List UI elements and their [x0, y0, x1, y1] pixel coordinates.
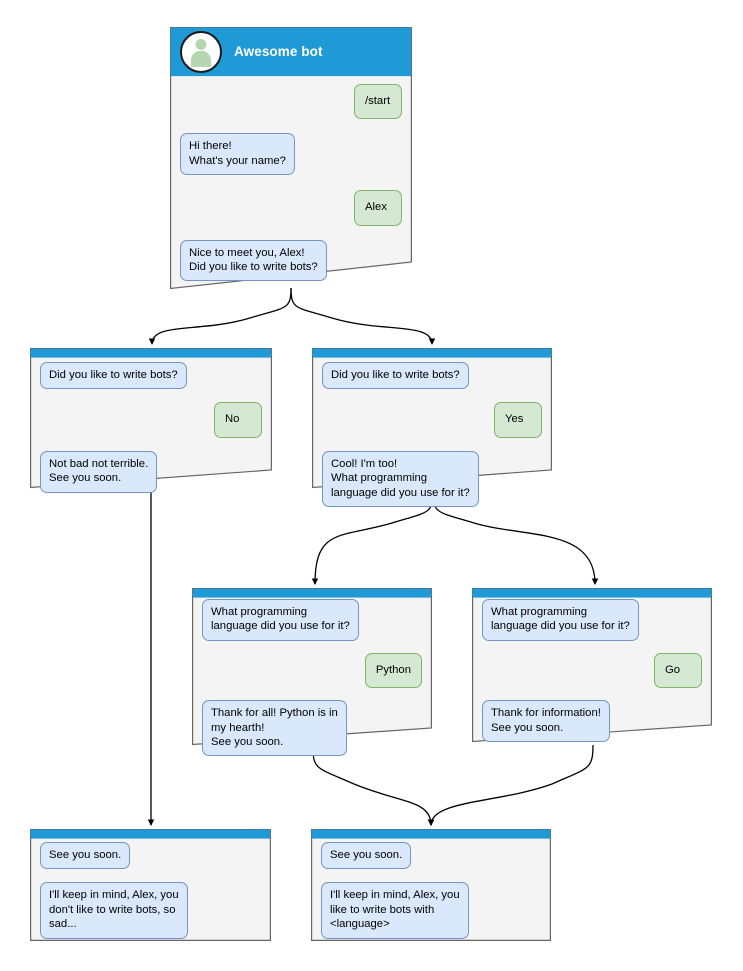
end-no-chat: See you soon. I'll keep in mind, Alex, y… — [30, 842, 271, 939]
node-go-branch[interactable]: What programming language did you use fo… — [472, 588, 712, 743]
bot-message[interactable]: Cool! I'm too! What programming language… — [322, 450, 479, 508]
message-row: Did you like to write bots? — [322, 362, 542, 390]
message-row: I'll keep in mind, Alex, you like to wri… — [321, 882, 541, 939]
node-no-branch[interactable]: Did you like to write bots? No Not bad n… — [30, 348, 272, 493]
node-root[interactable]: Awesome bot /start Hi there! What's your… — [170, 27, 412, 290]
message-row: Alex — [180, 190, 402, 226]
message-row: What programming language did you use fo… — [482, 599, 702, 641]
bot-message[interactable]: See you soon. — [321, 842, 412, 870]
message-row: No — [40, 402, 262, 438]
person-avatar-icon — [180, 30, 222, 73]
message-row: Yes — [322, 402, 542, 438]
root-header: Awesome bot — [170, 27, 412, 76]
node-end-no[interactable]: See you soon. I'll keep in mind, Alex, y… — [30, 829, 271, 941]
no-branch-chat: Did you like to write bots? No Not bad n… — [30, 362, 272, 493]
bot-message[interactable]: I'll keep in mind, Alex, you don't like … — [40, 882, 188, 939]
edge-root-to-yes — [290, 287, 436, 346]
go-branch-chat: What programming language did you use fo… — [472, 599, 712, 743]
edge-root-to-no — [148, 287, 292, 346]
end-yes-chat: See you soon. I'll keep in mind, Alex, y… — [311, 842, 551, 939]
message-row: Thank for all! Python is in my hearth! S… — [202, 700, 422, 757]
message-row: Hi there! What's your name? — [180, 133, 402, 176]
user-message[interactable]: Python — [364, 652, 422, 689]
node-end-yes[interactable]: See you soon. I'll keep in mind, Alex, y… — [311, 829, 551, 941]
user-message[interactable]: Go — [654, 652, 702, 689]
message-row: See you soon. — [40, 842, 261, 870]
message-row: I'll keep in mind, Alex, you don't like … — [40, 882, 261, 939]
message-row: Cool! I'm too! What programming language… — [322, 450, 542, 508]
message-row: What programming language did you use fo… — [202, 599, 422, 641]
user-message[interactable]: /start — [354, 84, 402, 120]
bot-message[interactable]: Hi there! What's your name? — [180, 133, 295, 176]
edge-python-to-end — [312, 747, 435, 827]
bot-message[interactable]: Nice to meet you, Alex! Did you like to … — [180, 239, 327, 282]
bot-message[interactable]: Not bad not terrible. See you soon. — [40, 450, 158, 493]
bot-message[interactable]: Thank for information! See you soon. — [482, 700, 610, 743]
bot-message[interactable]: I'll keep in mind, Alex, you like to wri… — [321, 882, 469, 939]
bot-message[interactable]: What programming language did you use fo… — [202, 599, 359, 641]
user-message[interactable]: Alex — [354, 190, 402, 226]
bot-message[interactable]: Thank for all! Python is in my hearth! S… — [202, 700, 347, 757]
message-row: Go — [482, 652, 702, 689]
user-message[interactable]: No — [214, 402, 262, 438]
bot-title: Awesome bot — [234, 44, 323, 59]
yes-branch-chat: Did you like to write bots? Yes Cool! I'… — [312, 362, 552, 508]
edge-go-to-end — [427, 744, 594, 827]
message-row: See you soon. — [321, 842, 541, 870]
message-row: Python — [202, 652, 422, 689]
bot-message[interactable]: Did you like to write bots? — [40, 362, 187, 390]
bot-message[interactable]: See you soon. — [40, 842, 131, 870]
root-chat: /start Hi there! What's your name? Alex … — [170, 84, 412, 282]
bot-message[interactable]: What programming language did you use fo… — [482, 599, 639, 641]
message-row: Nice to meet you, Alex! Did you like to … — [180, 239, 402, 282]
python-branch-chat: What programming language did you use fo… — [192, 599, 432, 757]
user-message[interactable]: Yes — [494, 402, 542, 438]
bot-message[interactable]: Did you like to write bots? — [322, 362, 469, 390]
message-row: Not bad not terrible. See you soon. — [40, 450, 262, 493]
node-yes-branch[interactable]: Did you like to write bots? Yes Cool! I'… — [312, 348, 552, 508]
message-row: Thank for information! See you soon. — [482, 700, 702, 743]
message-row: Did you like to write bots? — [40, 362, 262, 390]
message-row: /start — [180, 84, 402, 120]
node-python-branch[interactable]: What programming language did you use fo… — [192, 588, 432, 757]
